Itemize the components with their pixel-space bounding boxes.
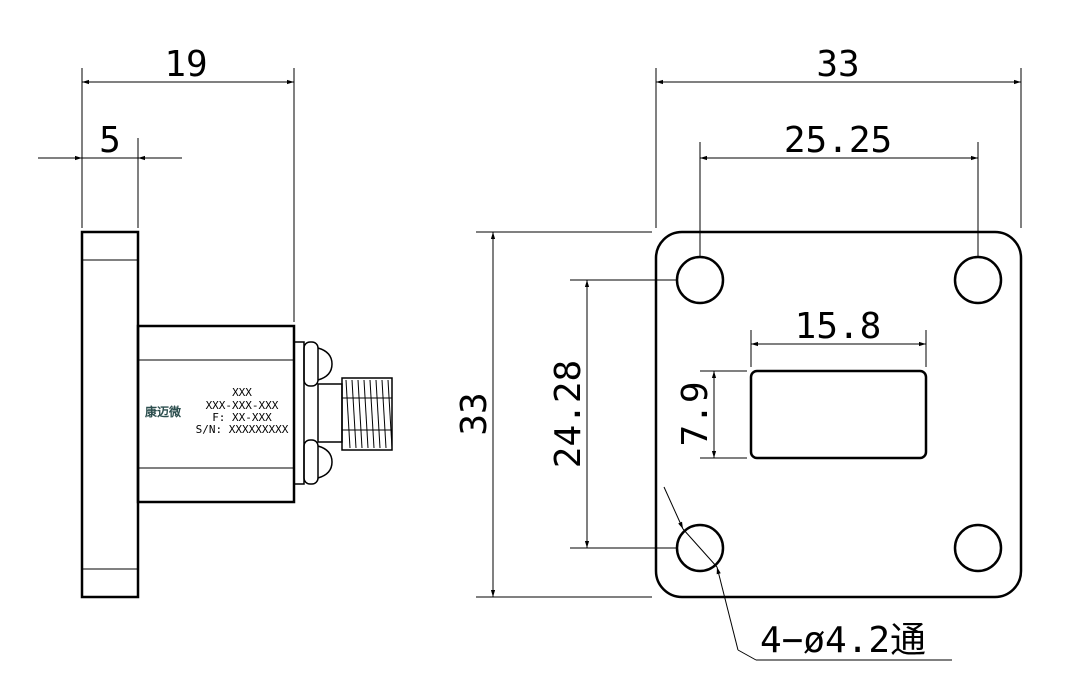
waveguide-aperture [749, 369, 928, 460]
front-flange [654, 230, 1023, 599]
mount-hole-top-left [675, 255, 725, 305]
dim-front-aperture-width: 15.8 [795, 306, 882, 347]
product-label-line-1: XXX [232, 386, 252, 399]
dim-front-hole-spacing-h: 25.25 [784, 120, 892, 161]
mount-hole-top-right [953, 255, 1003, 305]
dim-front-hole-spacing-v: 24.28 [548, 360, 589, 468]
product-label-line-2: XXX-XXX-XXX [206, 399, 279, 412]
dim-front-width: 33 [816, 44, 859, 85]
product-label-line-4: S/N: XXXXXXXXX [196, 423, 289, 436]
hole-callout: 4−ø4.2通 [760, 620, 926, 661]
dim-side-length: 19 [164, 44, 207, 85]
product-label-line-3: F: XX-XXX [212, 411, 272, 424]
front-view [476, 68, 1023, 661]
dim-side-flange-thickness: 5 [99, 120, 121, 161]
dim-front-aperture-height: 7.9 [675, 381, 716, 446]
side-flange [80, 230, 140, 599]
brand-logo: 康迈微 [145, 404, 182, 419]
sma-connector [293, 341, 393, 485]
mount-hole-bottom-right [953, 523, 1003, 573]
mount-hole-bottom-left [675, 523, 725, 573]
dim-front-height: 33 [454, 392, 495, 435]
side-view [38, 68, 393, 599]
